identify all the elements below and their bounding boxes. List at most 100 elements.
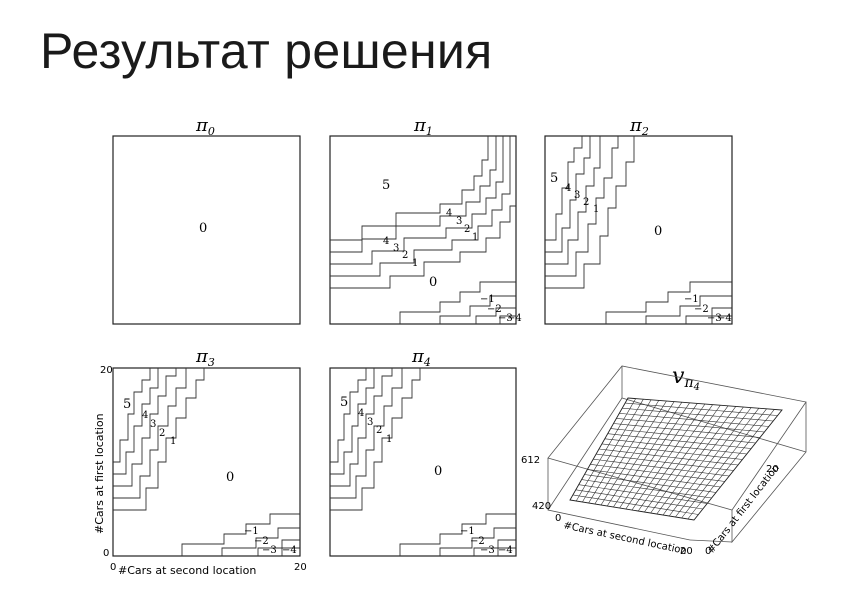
surface-x-min: 0 [555, 513, 561, 524]
surface-mesh-line [687, 409, 775, 520]
panel-pi3-contours [113, 368, 300, 556]
surface-mesh-line [613, 423, 761, 438]
panel-pi3-label-m1: −1 [244, 526, 259, 537]
panel-pi0-frame [112, 135, 301, 325]
panel-pi2: π2 5 4 3 2 1 0 −1 −2 −3 −4 [544, 115, 733, 325]
panel-pi1-label-m2: −2 [487, 304, 502, 315]
panel-pi0: π0 0 [112, 115, 301, 325]
x-axis-title: #Cars at second location [118, 564, 256, 577]
surface-mesh-line [650, 405, 729, 514]
panel-pi4-label-m3: −3 [480, 545, 495, 556]
surface-mesh-line [607, 433, 752, 449]
panel-pi4-label-0: 0 [434, 464, 442, 479]
surface-y-title: #Cars at first location [706, 463, 782, 556]
surface-title: vπ4 [672, 364, 700, 393]
surface-mesh-line [604, 438, 747, 455]
panel-pi3-label-m2: −2 [254, 536, 269, 547]
panel-pi3-label-0: 0 [226, 470, 234, 485]
surface-z-max: 612 [521, 455, 540, 466]
panel-pi2-label-3: 3 [574, 190, 580, 201]
panel-pi2-label-4: 4 [565, 183, 571, 194]
surface-mesh-line [598, 448, 739, 466]
panel-pi1: π1 5 4 3 2 1 4 3 2 1 0 −1 −2 −3 −4 [329, 115, 522, 325]
panel-pi1-label-4a: 4 [446, 208, 452, 219]
surface-outline [569, 397, 783, 521]
panel-pi3-frame [112, 367, 301, 557]
panel-pi3-label-5: 5 [123, 397, 131, 412]
panel-pi1-label-4b: 4 [383, 236, 389, 247]
x-axis-min: 0 [110, 562, 116, 573]
surface-mesh-line [675, 408, 760, 518]
panel-pi3-label-4: 4 [142, 410, 148, 421]
surface-x-title: #Cars at second location [562, 520, 687, 557]
panel-pi2-label-1: 1 [593, 204, 599, 215]
panel-pi1-label-m1: −1 [480, 294, 495, 305]
panel-pi4-label-m1: −1 [460, 526, 475, 537]
panel-pi2-label-2: 2 [583, 197, 589, 208]
panel-pi2-label-m3: −3 [707, 313, 722, 324]
surface-mesh-line [601, 443, 743, 460]
panel-pi1-label-3a: 3 [456, 216, 462, 227]
panel-pi1-label-m4: −4 [507, 313, 522, 324]
value-surface: vπ4 612 420 0 20 #Cars at second locatio… [521, 364, 807, 557]
panel-pi4-label-1: 1 [386, 434, 392, 445]
surface-mesh-line [644, 405, 721, 513]
panel-pi3-label-m3: −3 [262, 545, 277, 556]
surface-box [547, 365, 807, 544]
panel-pi2-label-5: 5 [550, 171, 558, 186]
surface-mesh-line [656, 406, 737, 515]
surface-y-min: 0 [705, 546, 711, 557]
x-axis-max: 20 [294, 562, 307, 573]
surface-mesh-line [622, 407, 774, 422]
panel-pi1-label-m3: −3 [498, 313, 513, 324]
panel-pi4-label-m4: −4 [498, 545, 513, 556]
panel-pi4-title: π4 [411, 346, 431, 369]
panel-pi1-label-2a: 2 [464, 224, 470, 235]
panel-pi4-label-m2: −2 [470, 536, 485, 547]
surface-mesh-line [668, 407, 752, 517]
panel-pi3-label-1: 1 [170, 436, 176, 447]
panel-pi1-label-1b: 1 [412, 258, 418, 269]
panel-pi0-label-0: 0 [199, 221, 207, 236]
panel-pi1-title: π1 [413, 115, 433, 138]
panel-pi0-title: π0 [195, 115, 215, 138]
panel-pi2-label-m2: −2 [694, 304, 709, 315]
surface-z-min: 420 [532, 501, 551, 512]
panel-pi2-label-0: 0 [654, 224, 662, 239]
surface-mesh-line [662, 406, 744, 516]
slide-title: Результат решения [40, 23, 493, 79]
panel-pi2-contours [545, 136, 732, 324]
panel-pi3-label-2: 2 [159, 428, 165, 439]
surface-x-max: 20 [680, 546, 693, 557]
y-axis-max: 20 [100, 365, 113, 376]
surface-y-max: 20 [766, 464, 779, 475]
panel-pi4-label-2: 2 [376, 425, 382, 436]
surface-mesh-line [616, 418, 765, 433]
panel-pi1-label-3b: 3 [393, 243, 399, 254]
panel-pi2-frame [544, 135, 733, 325]
y-axis-min: 0 [103, 548, 109, 559]
panel-pi2-title: π2 [629, 115, 649, 138]
surface-mesh-line [610, 428, 756, 444]
panel-pi1-frame [329, 135, 517, 325]
panel-pi4-contours [330, 368, 516, 556]
surface-mesh [572, 398, 778, 520]
panel-pi1-label-1a: 1 [472, 232, 478, 243]
surface-mesh-line [619, 413, 769, 427]
panel-pi1-label-2b: 2 [402, 250, 408, 261]
panel-pi1-label-0: 0 [429, 275, 437, 290]
surface-mesh-line [625, 402, 778, 416]
panel-pi4-label-4: 4 [358, 408, 364, 419]
panel-pi2-label-m4: −4 [717, 313, 732, 324]
surface-mesh-line [681, 408, 767, 519]
panel-pi1-contours [330, 136, 516, 324]
panel-pi1-label-5: 5 [382, 178, 390, 193]
panel-pi4-label-3: 3 [367, 417, 373, 428]
panel-pi3-label-m4: −4 [282, 545, 297, 556]
panel-pi2-label-m1: −1 [684, 294, 699, 305]
panel-pi3: π3 5 4 3 2 1 0 −1 −2 −3 −4 20 0 0 20 #Ca… [93, 346, 307, 577]
panel-pi3-label-3: 3 [150, 419, 156, 430]
panel-pi4: π4 5 4 3 2 1 0 −1 −2 −3 −4 [329, 346, 517, 557]
panel-pi3-title: π3 [195, 346, 215, 369]
